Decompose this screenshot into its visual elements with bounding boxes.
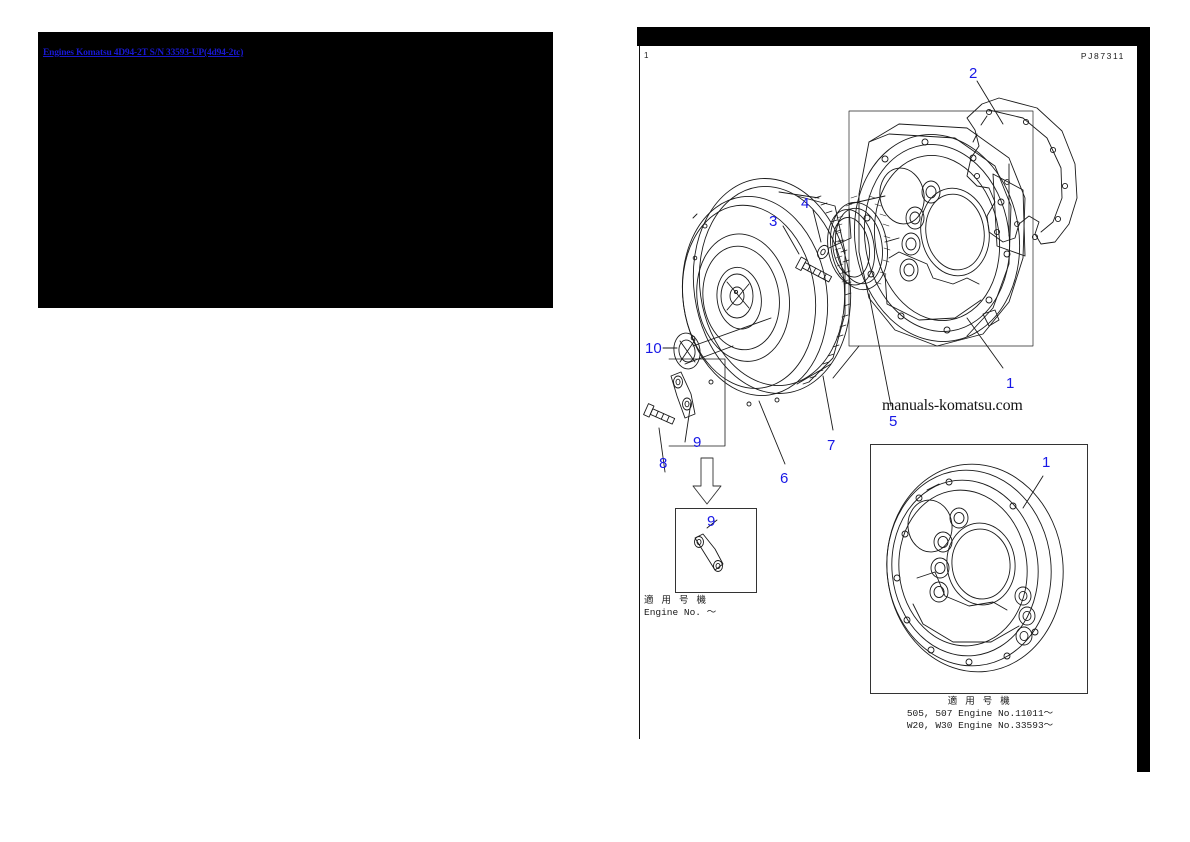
inset-main-caption-line1: 505, 507 Engine No.11011～	[906, 707, 1054, 719]
callout-6: 6	[780, 470, 789, 487]
catalog-page: 1 PJ87311	[637, 27, 1150, 772]
callout-4: 4	[801, 195, 810, 212]
exploded-parts-drawing	[643, 80, 1078, 673]
inset-box-plate-detail	[675, 508, 757, 593]
callout-1-inset: 1	[1042, 454, 1051, 471]
callout-9-box: 9	[693, 434, 702, 451]
inset-main-caption-jp: 適 用 号 機	[947, 696, 1013, 707]
callout-5: 5	[889, 413, 898, 430]
page-right-border	[1137, 27, 1150, 772]
inset-small-caption-jp: 適 用 号 機	[644, 595, 709, 606]
inset-main-caption: 適 用 号 機 505, 507 Engine No.11011～ W20, W…	[885, 696, 1075, 732]
page-number: 1	[644, 51, 649, 60]
callout-8: 8	[659, 455, 668, 472]
inset-main-caption-line2: W20, W30 Engine No.33593～	[906, 719, 1054, 731]
callout-10: 10	[645, 340, 662, 357]
inset-small-caption-line1: Engine No. ～	[644, 606, 717, 618]
callout-9-inset: 9	[707, 513, 716, 530]
part-code-label: PJ87311	[1080, 51, 1125, 61]
inset-box-housing-variant	[870, 444, 1088, 694]
inset-small-caption: 適 用 号 機 Engine No. ～	[644, 595, 716, 619]
left-black-panel: Engines Komatsu 4D94-2T S/N 33593-UP(4d9…	[38, 32, 553, 308]
callout-3: 3	[769, 213, 778, 230]
page-top-border	[637, 27, 1137, 46]
site-watermark: manuals-komatsu.com	[882, 397, 1023, 414]
callout-1-main: 1	[1006, 375, 1015, 392]
catalog-title-link[interactable]: Engines Komatsu 4D94-2T S/N 33593-UP(4d9…	[43, 48, 244, 58]
page-content: 1 PJ87311	[637, 46, 1137, 772]
page-left-rule	[639, 46, 640, 739]
callout-2: 2	[969, 65, 978, 82]
callout-7: 7	[827, 437, 836, 454]
